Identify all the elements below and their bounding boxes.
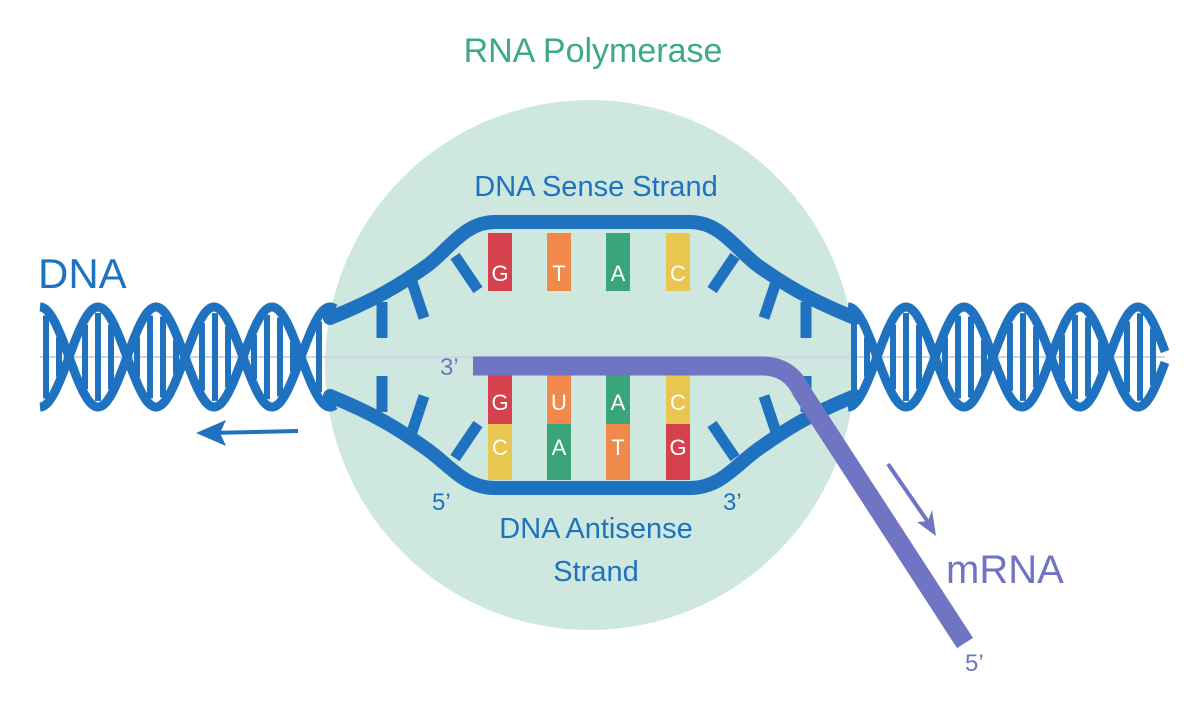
sense-base-1: G [488, 233, 512, 291]
dna-helix-left-backbone-2 [39, 302, 338, 412]
antisense-base-2: A [547, 424, 571, 480]
mrna-base-1-letter: G [491, 390, 508, 415]
arrow-left-icon [196, 420, 299, 446]
dna-helix-right-backbone-2 [847, 302, 1170, 412]
mrna-label: mRNA [946, 548, 1064, 592]
mrna-base-4: C [666, 372, 690, 424]
arrow-down-right-icon [886, 462, 936, 536]
mrna-base-1: G [488, 372, 512, 424]
sense-base-2: T [547, 233, 571, 291]
mrna-base-3: A [606, 372, 630, 424]
rna-polymerase-label: RNA Polymerase [464, 32, 723, 70]
antisense-bases: C A T G [488, 424, 690, 480]
sense-base-2-letter: T [552, 261, 565, 286]
mrna-bases: G U A C [488, 372, 690, 424]
antisense-strand [323, 389, 862, 495]
dna-helix-left-rungs [43, 313, 322, 401]
dna-helix-left-backbone-1 [39, 302, 338, 412]
antisense-base-3: T [606, 424, 630, 480]
antisense-base-4-letter: G [669, 435, 686, 460]
sense-bases: G T A C [488, 233, 690, 291]
mrna-base-2-letter: U [551, 390, 567, 415]
sense-base-3: A [606, 233, 630, 291]
dna-helix-left [39, 302, 338, 412]
mrna-strand [473, 356, 973, 649]
sense-base-3-letter: A [611, 261, 626, 286]
mrna-3prime-label: 3’ [440, 354, 459, 381]
mrna-base-4-letter: C [670, 390, 686, 415]
sense-strand [323, 215, 862, 325]
antisense-base-4: G [666, 424, 690, 480]
antisense-strand-label-line2: Strand [553, 556, 638, 588]
dna-helix-right [847, 302, 1170, 412]
mrna-base-2: U [547, 372, 571, 424]
sense-base-4-letter: C [670, 261, 686, 286]
antisense-base-3-letter: T [611, 435, 624, 460]
sense-base-4: C [666, 233, 690, 291]
dna-helix-right-backbone-1 [847, 302, 1170, 412]
dna-label: DNA [38, 250, 127, 297]
antisense-base-1-letter: C [492, 435, 508, 460]
sense-strand-label: DNA Sense Strand [474, 171, 717, 203]
antisense-3prime-label: 3’ [723, 489, 742, 516]
mrna-base-3-letter: A [611, 390, 626, 415]
mrna-5prime-label: 5’ [965, 650, 984, 677]
antisense-5prime-label: 5’ [432, 489, 451, 516]
antisense-strand-label-line1: DNA Antisense [499, 513, 692, 545]
antisense-base-2-letter: A [552, 435, 567, 460]
sense-base-1-letter: G [491, 261, 508, 286]
antisense-base-1: C [488, 424, 512, 480]
